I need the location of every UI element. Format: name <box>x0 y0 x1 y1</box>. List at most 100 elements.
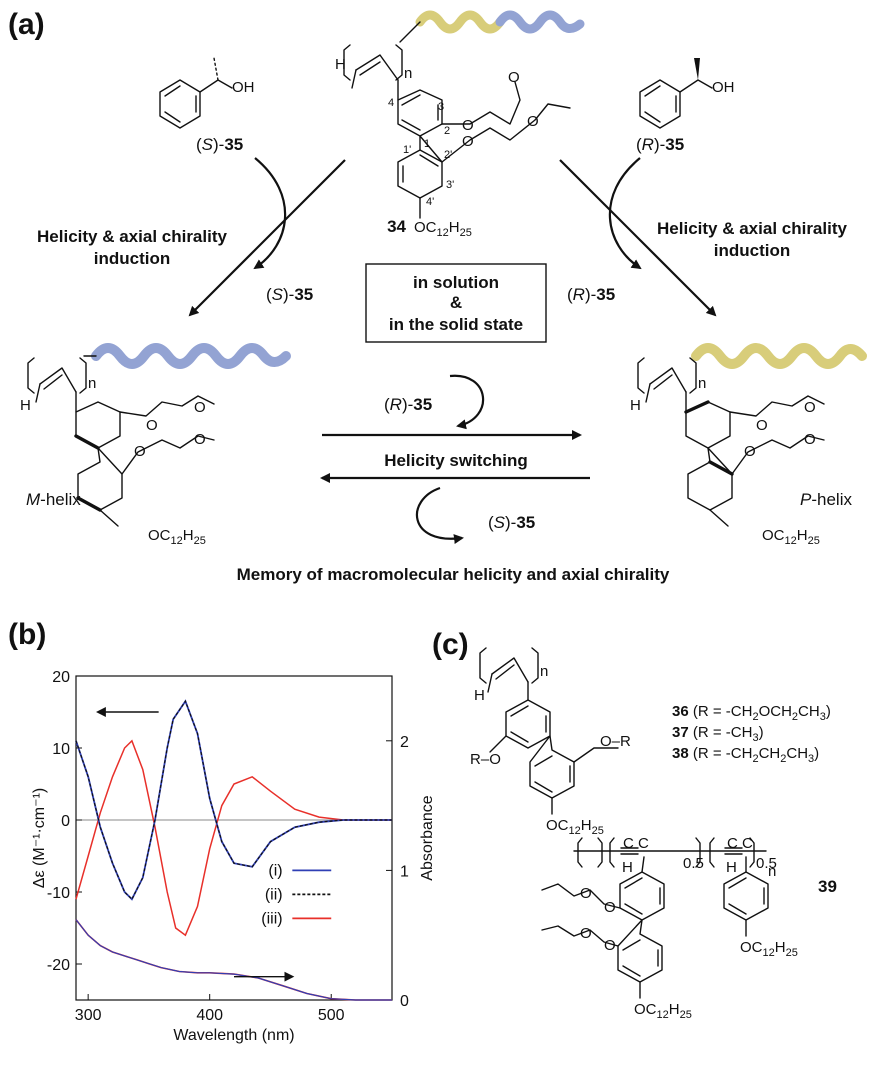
r35-label: (R)-35 <box>636 135 684 154</box>
pos-4: 4 <box>388 97 394 109</box>
c39-c4: C <box>742 835 753 852</box>
pos-2p: 2' <box>444 149 452 161</box>
left-o3: O <box>194 399 206 416</box>
pos-1: 1 <box>424 138 430 150</box>
y-tick-label-3: -10 <box>47 885 70 902</box>
x-tick-label-0: 300 <box>75 1007 102 1024</box>
switch-r35-label: (R)-35 <box>384 395 432 414</box>
left-h-label: H <box>20 397 31 414</box>
c39-h1: H <box>622 859 633 876</box>
compound-37-text: 37 (R = -CH3) <box>672 724 764 744</box>
c39-oc12h25-a: OC12H25 <box>634 1001 692 1021</box>
c39-n: n <box>768 863 776 880</box>
o-label-3: O <box>508 69 520 86</box>
c-r-o-left: R–O <box>470 751 501 768</box>
box-line1: in solution <box>413 273 499 292</box>
right-induction-line1: Helicity & axial chirality <box>657 219 847 238</box>
top-h-label: H <box>335 56 346 73</box>
panel-label-b: (b) <box>8 618 46 651</box>
right-curved-arrow <box>608 157 642 270</box>
right-helix-ribbon <box>691 343 867 369</box>
left-o2: O <box>134 443 146 460</box>
s35-label: (S)-35 <box>196 135 243 154</box>
c-n-label: n <box>540 663 548 680</box>
c39-sub-b: 0.5 <box>756 855 777 872</box>
left-induction-line2: induction <box>94 249 170 268</box>
pos-3p: 3' <box>446 179 454 191</box>
left-induction-line1: Helicity & axial chirality <box>37 227 227 246</box>
c39-o2: O <box>604 937 616 954</box>
left-reaction-arrow <box>188 159 346 317</box>
compound-39-label: 39 <box>818 877 837 896</box>
memory-caption: Memory of macromolecular helicity and ax… <box>237 565 670 584</box>
pos-4p: 4' <box>426 196 434 208</box>
o-label-4: O <box>527 113 539 130</box>
legend-label-2: (iii) <box>261 910 282 927</box>
left-o1: O <box>146 417 158 434</box>
left-n-label: n <box>88 375 96 392</box>
right-o4: O <box>804 431 816 448</box>
compound-34-structure <box>343 21 571 219</box>
x-tick-label-2: 500 <box>318 1007 345 1024</box>
left-curved-arrow <box>253 157 287 270</box>
s35-oh: OH <box>232 79 255 96</box>
pos-1p: 1' <box>403 144 411 156</box>
left-o4: O <box>194 431 206 448</box>
y-tick-label-1: 10 <box>52 741 70 758</box>
legend-label-1: (ii) <box>265 886 283 903</box>
plot-frame <box>75 675 393 1001</box>
c-h-label: H <box>474 687 485 704</box>
left-helix-ribbon <box>91 343 291 369</box>
box-line3: in the solid state <box>389 315 523 334</box>
c39-o1: O <box>604 899 616 916</box>
s35-structure <box>159 57 233 129</box>
left-byproduct-label: (S)-35 <box>266 285 313 304</box>
right-polymer-structure <box>637 357 825 527</box>
m-helix-label: M-helix <box>26 490 81 509</box>
box-line2: & <box>450 293 462 312</box>
compound-38-text: 38 (R = -CH2CH2CH3) <box>672 745 819 765</box>
c39-o4: O <box>580 925 592 942</box>
right-o2: O <box>744 443 756 460</box>
compound-36-38-structure <box>479 647 619 815</box>
right-byproduct-label: (R)-35 <box>567 285 615 304</box>
c39-c3: C <box>727 835 738 852</box>
compound-36-text: 36 (R = -CH2OCH2CH3) <box>672 703 831 723</box>
left-oc12h25: OC12H25 <box>148 527 206 547</box>
legend-label-0: (i) <box>268 862 282 879</box>
y-tick-label-2: 0 <box>61 813 70 830</box>
switch-top-curl <box>449 374 484 430</box>
right-o3: O <box>804 399 816 416</box>
right-h-label: H <box>630 397 641 414</box>
c39-h2: H <box>726 859 737 876</box>
left-polymer-structure <box>27 355 215 527</box>
y2-tick-label-1: 1 <box>400 863 409 880</box>
pos-3: 3 <box>438 101 444 113</box>
compound-39-structure <box>541 837 769 999</box>
c39-oc12h25-b: OC12H25 <box>740 939 798 959</box>
helicity-switching-label: Helicity switching <box>384 451 528 470</box>
right-n-label: n <box>698 375 706 392</box>
y-axis-label: Δε (M⁻¹·cm⁻¹) <box>31 788 48 888</box>
panel-label-a: (a) <box>8 8 45 41</box>
r35-oh: OH <box>712 79 735 96</box>
o-label-2: O <box>462 133 474 150</box>
c-oc12h25: OC12H25 <box>546 817 604 837</box>
c-o-r-right: O–R <box>600 733 631 750</box>
switch-s35-label: (S)-35 <box>488 513 535 532</box>
p-helix-label: P-helix <box>800 490 852 509</box>
right-o1: O <box>756 417 768 434</box>
c39-sub-a: 0.5 <box>683 855 704 872</box>
series-abs-iii <box>75 919 392 1001</box>
switch-bottom-curl <box>415 486 464 544</box>
compound-34-label: 34 <box>387 217 406 236</box>
right-induction-line2: induction <box>714 241 790 260</box>
right-reaction-arrow <box>559 159 717 317</box>
right-oc12h25: OC12H25 <box>762 527 820 547</box>
r35-structure <box>639 58 713 129</box>
y2-tick-label-0: 0 <box>400 993 409 1010</box>
c39-o3: O <box>580 885 592 902</box>
y-tick-label-0: 20 <box>52 669 70 686</box>
y2-tick-label-2: 2 <box>400 734 409 751</box>
